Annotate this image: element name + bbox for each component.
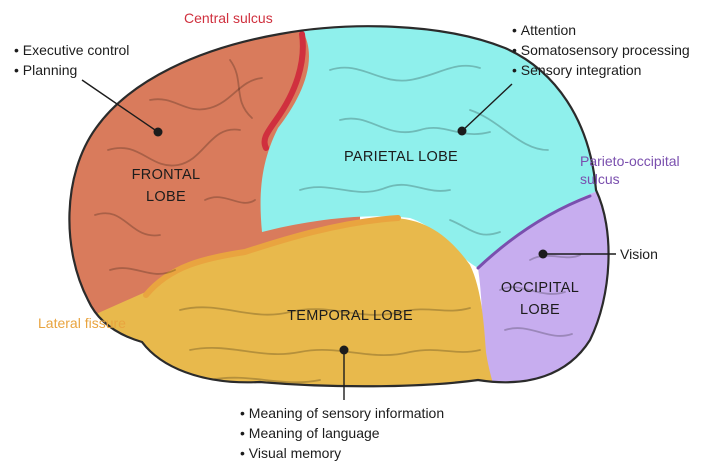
parietal-function-item: Sensory integration <box>512 60 690 80</box>
frontal-lobe-label: FRONTAL LOBE <box>118 164 214 208</box>
frontal-function-item: Planning <box>14 60 129 80</box>
frontal-function-item: Executive control <box>14 40 130 60</box>
parietal-lobe-label: PARIETAL LOBE <box>343 149 459 165</box>
leader-dots <box>153 126 548 355</box>
temporal-lobe-label: TEMPORAL LOBE <box>287 308 413 324</box>
parieto-occipital-label-line2: sulcus <box>580 171 620 187</box>
leader-frontal <box>81 79 159 133</box>
occipital-function-item: Vision <box>620 246 658 262</box>
temporal-function-item: Meaning of language <box>240 423 444 443</box>
leader-lines <box>81 79 616 400</box>
frontal-lobe-label-line1: FRONTAL <box>131 167 201 183</box>
occipital-functions: Vision <box>620 244 658 264</box>
frontal-functions: Executive control Planning <box>14 40 130 80</box>
parietal-function-item: Somatosensory processing <box>512 40 690 60</box>
leader-parietal <box>461 83 513 132</box>
dot-frontal <box>153 127 163 137</box>
frontal-lobe-label-line2: LOBE <box>146 189 186 205</box>
parieto-occipital-sulcus-label: Parieto-occipital sulcus <box>580 152 680 188</box>
temporal-functions: Meaning of sensory information Meaning o… <box>240 403 444 463</box>
brain-outline <box>68 25 610 388</box>
lateral-fissure-label: Lateral fissure <box>38 315 126 331</box>
occipital-lobe-label-line2: LOBE <box>520 302 560 318</box>
temporal-function-item: Meaning of sensory information <box>240 403 444 423</box>
central-sulcus-line <box>261 31 306 151</box>
lateral-fissure-line <box>143 215 401 298</box>
parietal-functions: Attention Somatosensory processing Senso… <box>512 20 690 80</box>
dot-temporal <box>339 345 349 355</box>
parieto-occipital-sulcus-line <box>476 194 592 270</box>
occipital-lobe-label: OCCIPITAL LOBE <box>492 277 588 321</box>
temporal-function-item: Visual memory <box>240 443 444 463</box>
dot-occipital <box>538 249 548 259</box>
central-sulcus-label: Central sulcus <box>184 10 273 26</box>
dot-parietal <box>457 126 467 136</box>
parieto-occipital-label-line1: Parieto-occipital <box>580 153 680 169</box>
parietal-function-item: Attention <box>512 20 690 40</box>
occipital-lobe-label-line1: OCCIPITAL <box>500 280 580 296</box>
